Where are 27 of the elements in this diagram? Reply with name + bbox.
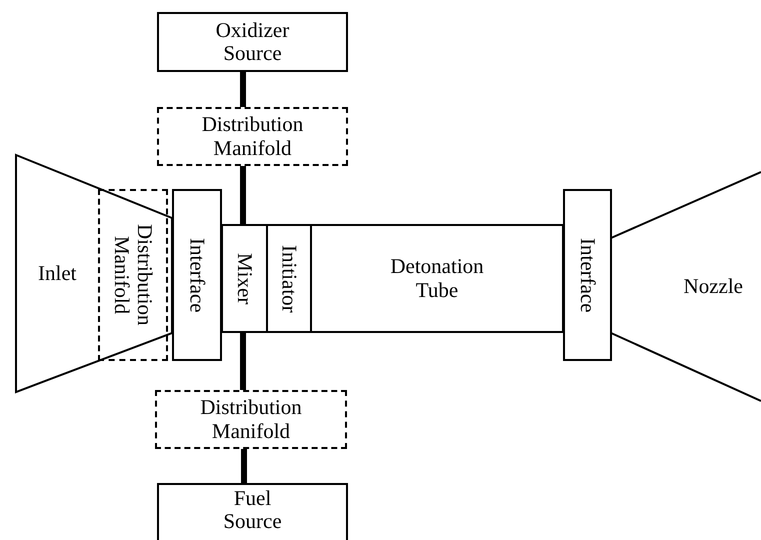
component-label: Distribution Manifold [202,113,304,160]
nozzle-cone [611,172,761,401]
component-label: Nozzle [684,274,743,298]
tube-box [310,224,564,333]
component-label: Fuel Source [223,487,282,534]
source-box [157,12,348,72]
component-label: Initiator [277,244,301,312]
component-label: Detonation Tube [390,255,484,302]
source-box [157,483,348,540]
connector-line [240,166,246,224]
component-label: Distribution Manifold [110,224,156,326]
initiator-box [266,224,312,333]
component-label: Mixer [232,252,256,304]
interface-box [172,189,222,361]
component-label: Distribution Manifold [200,396,302,443]
inlet-cone [16,155,172,392]
component-label: Inlet [38,262,76,286]
connector-line [241,449,247,483]
mixer-box [221,224,268,333]
interface-box [563,189,612,361]
component-label: Oxidizer Source [216,18,290,66]
manifold-box [155,390,347,449]
connector-line [240,333,246,390]
connector-line [240,72,246,107]
component-label: Interface [185,238,209,312]
component-label: Interface [576,238,600,312]
manifold-box [157,107,348,166]
